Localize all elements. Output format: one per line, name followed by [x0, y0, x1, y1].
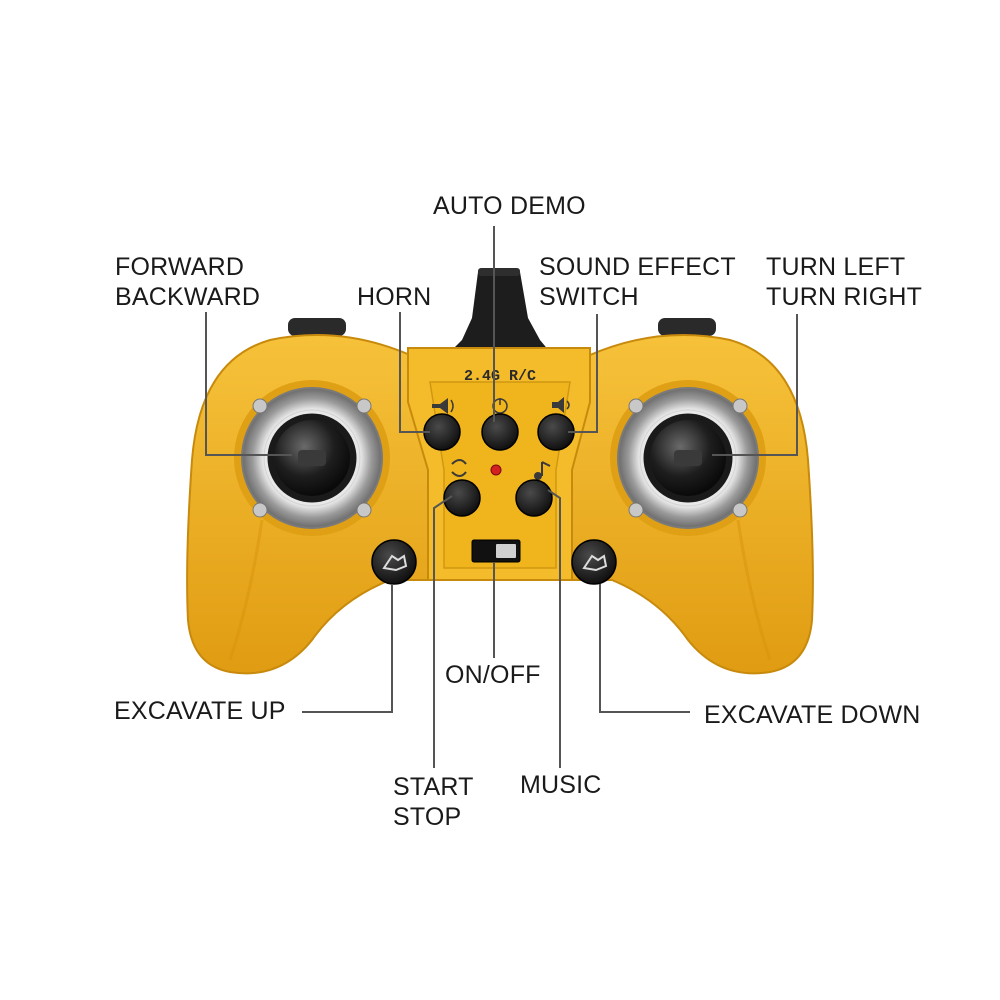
- auto-demo-button[interactable]: [481, 413, 519, 451]
- label-turn-left-right: TURN LEFT TURN RIGHT: [766, 253, 923, 311]
- label-excavate-up: EXCAVATE UP: [114, 697, 286, 725]
- leader-lines: [205, 226, 798, 768]
- music-note-icon: [534, 461, 551, 480]
- label-excavate-down: EXCAVATE DOWN: [704, 701, 921, 729]
- frequency-badge: 2.4G R/C: [464, 368, 536, 385]
- start-stop-icon: [451, 459, 467, 477]
- music-button[interactable]: [515, 479, 553, 517]
- leader-forward-backward: [205, 312, 292, 456]
- antenna: [450, 268, 550, 352]
- excavator-down-icon: [582, 554, 608, 572]
- label-forward-backward: FORWARD BACKWARD: [115, 253, 261, 311]
- label-auto-demo: AUTO DEMO: [433, 192, 586, 220]
- horn-icon: [432, 398, 454, 414]
- leader-excavate-up: [302, 584, 393, 713]
- leader-music: [547, 489, 561, 768]
- label-music: MUSIC: [520, 771, 602, 799]
- leader-horn: [399, 312, 430, 433]
- excavator-up-icon: [382, 554, 408, 572]
- excavate-down-button[interactable]: [571, 539, 617, 585]
- speaker-icon: [552, 397, 570, 413]
- leader-turn: [712, 314, 798, 456]
- power-switch[interactable]: [471, 539, 521, 563]
- label-sound-effect-switch: SOUND EFFECT SWITCH: [539, 253, 736, 311]
- leader-sound-effect: [568, 314, 598, 433]
- start-stop-button[interactable]: [443, 479, 481, 517]
- label-horn: HORN: [357, 283, 432, 311]
- right-shoulder-button[interactable]: [658, 318, 716, 336]
- left-shoulder-button[interactable]: [288, 318, 346, 336]
- leader-start-stop: [433, 495, 453, 768]
- label-start-stop: START STOP: [393, 773, 474, 831]
- leader-excavate-down: [599, 584, 690, 713]
- left-joystick[interactable]: [234, 380, 390, 536]
- label-on-off: ON/OFF: [445, 661, 541, 689]
- excavate-up-button[interactable]: [371, 539, 417, 585]
- indicator-led: [490, 464, 502, 476]
- right-joystick[interactable]: [610, 380, 766, 536]
